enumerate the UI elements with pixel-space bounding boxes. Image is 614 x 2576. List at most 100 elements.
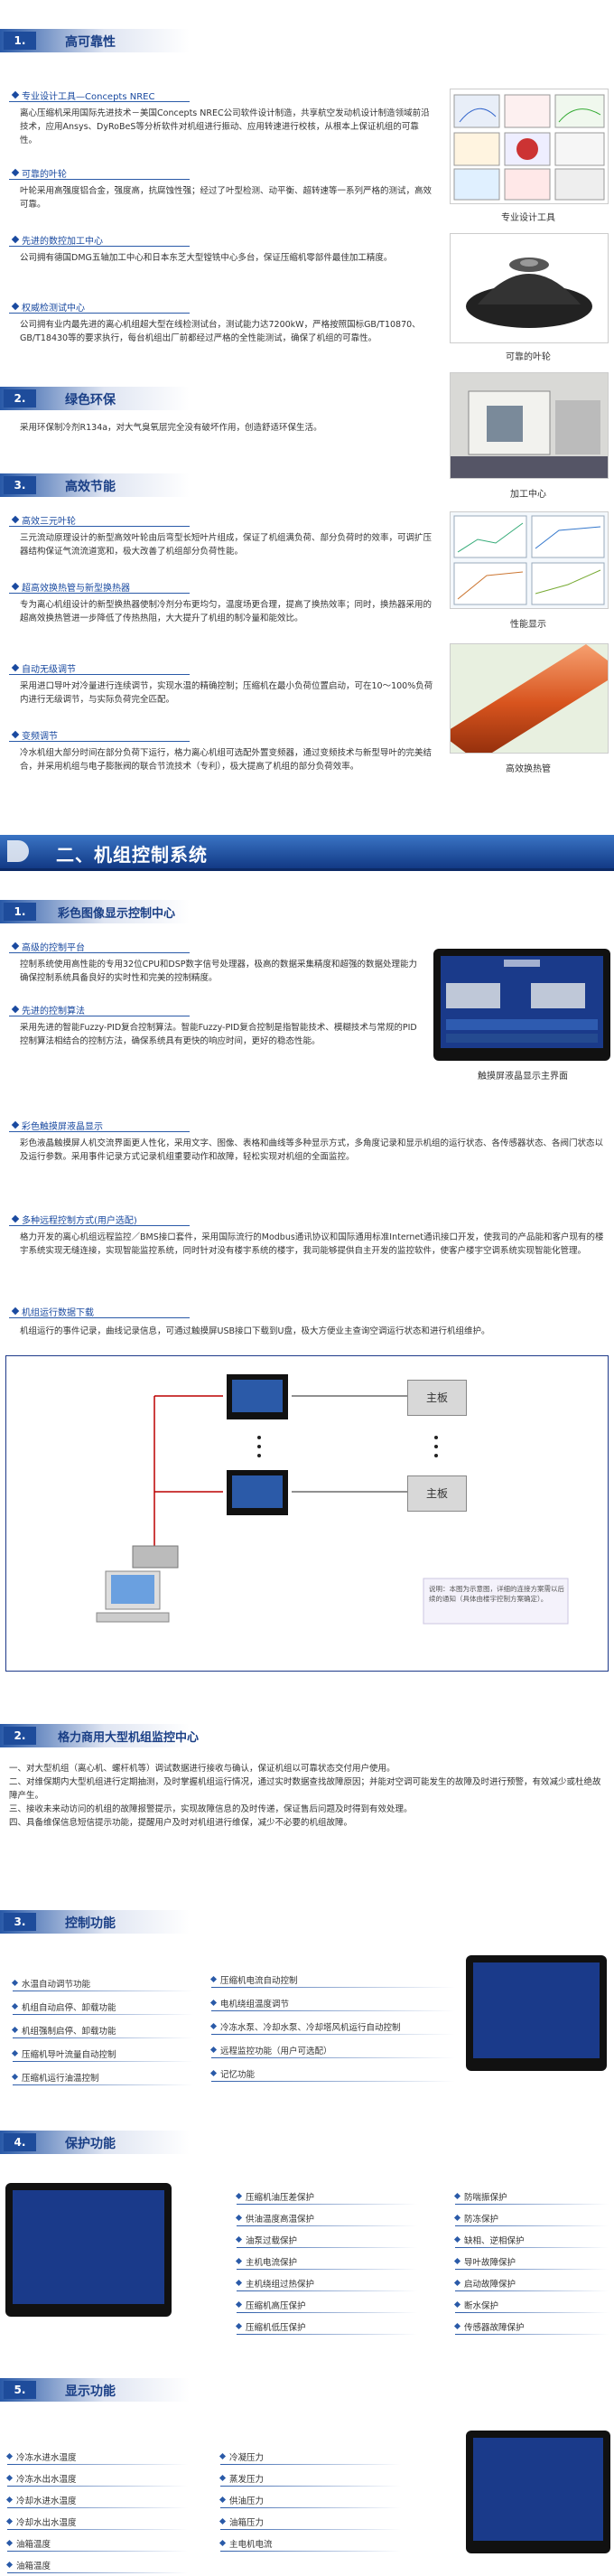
screen-display — [13, 2190, 164, 2304]
list-bullet-icon — [453, 2192, 461, 2200]
list-bullet-icon — [453, 2300, 461, 2309]
list-item: 冷凝压力 — [229, 2453, 265, 2463]
list-divider — [237, 2225, 417, 2226]
list-bullet-icon — [453, 2235, 461, 2243]
impeller-illustration — [466, 258, 592, 328]
list-bullet-icon — [11, 2026, 19, 2034]
design-software-image — [450, 89, 609, 204]
divider — [9, 246, 190, 247]
bullet-icon — [11, 730, 20, 739]
list-divider — [237, 2247, 417, 2248]
section-header-control-functions: 3. 控制功能 — [0, 1910, 190, 1934]
impeller-image — [450, 233, 609, 343]
network-diagram: 主板 主板 说明：本图为示意图，详细的连接方案需以后续的通知（具体由楼宇控制方案… — [5, 1355, 609, 1672]
list-divider — [220, 2486, 401, 2487]
list-item: 压缩机低压保护 — [246, 2323, 306, 2333]
subheading: 可靠的叶轮 — [22, 170, 67, 180]
list-divider — [7, 2572, 188, 2573]
list-bullet-icon — [453, 2214, 461, 2222]
list-bullet-icon — [209, 2069, 218, 2077]
list-item: 记忆功能 — [220, 2070, 256, 2080]
subheading: 高级的控制平台 — [22, 943, 85, 953]
monitoring-item: 三、接收未来动访问的机组的故障报警提示，实现故障信息的及时传递，保证售后问题及时… — [9, 1804, 413, 1814]
list-bullet-icon — [5, 2539, 14, 2547]
list-divider — [7, 2486, 188, 2487]
list-item: 防冻保护 — [464, 2215, 499, 2225]
list-item: 水温自动调节功能 — [22, 1980, 91, 1990]
list-divider — [455, 2290, 609, 2291]
list-item: 冷却水进水温度 — [16, 2496, 77, 2506]
list-item: 电机绕组温度调节 — [220, 2000, 290, 2009]
bullet-icon — [11, 515, 20, 524]
subheading: 自动无级调节 — [22, 665, 76, 675]
section-title: 彩色图像显示控制中心 — [58, 907, 176, 921]
subheading: 高效三元叶轮 — [22, 517, 76, 527]
paragraph: 冷水机组大部分时间在部分负荷下运行，格力离心机组可选配外置变频器，通过变频技术与… — [20, 748, 433, 772]
list-divider — [220, 2464, 401, 2465]
section-number: 2. — [4, 389, 36, 407]
paragraph: 公司拥有德国DMG五轴加工中心和日本东芝大型镗铣中心多台，保证压缩机零部件最佳加… — [20, 253, 393, 263]
list-bullet-icon — [209, 1999, 218, 2007]
list-divider — [455, 2225, 609, 2226]
machining-center-image — [450, 372, 609, 479]
list-item: 压缩机电流自动控制 — [220, 1976, 298, 1986]
divider — [9, 593, 190, 594]
list-item: 压缩机运行油温控制 — [22, 2074, 99, 2084]
list-item: 供油温度高温保护 — [246, 2215, 315, 2225]
heat-exchange-tube-image — [442, 643, 614, 762]
network-diagram-lines — [96, 1374, 569, 1625]
subheading: 彩色触摸屏液晶显示 — [22, 1122, 103, 1132]
list-divider — [7, 2507, 188, 2508]
list-bullet-icon — [235, 2235, 243, 2243]
list-divider — [13, 2084, 193, 2085]
list-bullet-icon — [5, 2496, 14, 2504]
list-divider — [220, 2551, 401, 2552]
divider — [9, 313, 190, 314]
list-item: 机组强制启停、卸载功能 — [22, 2027, 116, 2037]
list-divider — [455, 2334, 609, 2335]
section-number: 1. — [4, 903, 36, 921]
list-item: 启动故障保护 — [464, 2280, 516, 2290]
divider — [9, 1317, 190, 1318]
divider — [9, 101, 190, 102]
paragraph: 专为离心机组设计的新型换热器使制冷剂分布更均匀，温度场更合理，提高了换热效率；同… — [20, 600, 433, 623]
section-header-display-functions: 5. 显示功能 — [0, 2378, 190, 2402]
list-divider — [211, 2057, 455, 2058]
list-item: 机组自动启停、卸载功能 — [22, 2003, 116, 2013]
list-item: 远程监控功能（用户可选配） — [220, 2047, 332, 2056]
section-title: 高可靠性 — [65, 35, 116, 50]
paragraph: 格力开发的离心机组远程监控／BMS接口套件，采用国际流行的Modbus通讯协议和… — [20, 1232, 604, 1256]
list-bullet-icon — [235, 2300, 243, 2309]
diagram-note: 说明：本图为示意图，详细的连接方案需以后续的通知（具体由楼宇控制方案确定）。 — [429, 1585, 564, 1603]
list-item: 主电机电流 — [229, 2540, 273, 2550]
list-bullet-icon — [235, 2192, 243, 2200]
bullet-icon — [11, 582, 20, 591]
performance-chart-image — [450, 511, 609, 609]
list-divider — [237, 2334, 417, 2335]
bullet-icon — [11, 168, 20, 177]
screen-ui-illustration — [446, 960, 598, 1043]
list-item: 主机绕组过热保护 — [246, 2280, 315, 2290]
section-number: 2. — [4, 1727, 36, 1745]
section-number: 1. — [4, 32, 36, 50]
list-divider — [237, 2290, 417, 2291]
bullet-icon — [11, 1120, 20, 1129]
paragraph: 离心压缩机采用国际先进技术－美国Concepts NREC公司软件设计制造，共享… — [20, 108, 430, 145]
section-title: 控制功能 — [65, 1916, 116, 1931]
list-divider — [211, 1987, 455, 1988]
list-item: 防喘振保护 — [464, 2193, 507, 2203]
list-divider — [455, 2247, 609, 2248]
paragraph: 彩色液晶触摸屏人机交流界面更人性化，采用文字、图像、表格和曲线等多种显示方式，多… — [20, 1138, 604, 1162]
subheading: 权威检测试中心 — [22, 304, 85, 314]
list-divider — [455, 2312, 609, 2313]
divider — [9, 1225, 190, 1226]
paragraph: 叶轮采用高强度铝合金，强度高，抗腐蚀性强；经过了叶型检测、动平衡、超转速等一系列… — [20, 186, 433, 210]
banner-title: 二、机组控制系统 — [56, 844, 208, 866]
list-bullet-icon — [219, 2474, 227, 2482]
list-divider — [220, 2529, 401, 2530]
list-item: 缺相、逆相保护 — [464, 2236, 525, 2246]
list-item: 导叶故障保护 — [464, 2258, 516, 2268]
divider — [9, 741, 190, 742]
section-header-reliability: 1. 高可靠性 — [0, 29, 190, 52]
list-bullet-icon — [235, 2214, 243, 2222]
